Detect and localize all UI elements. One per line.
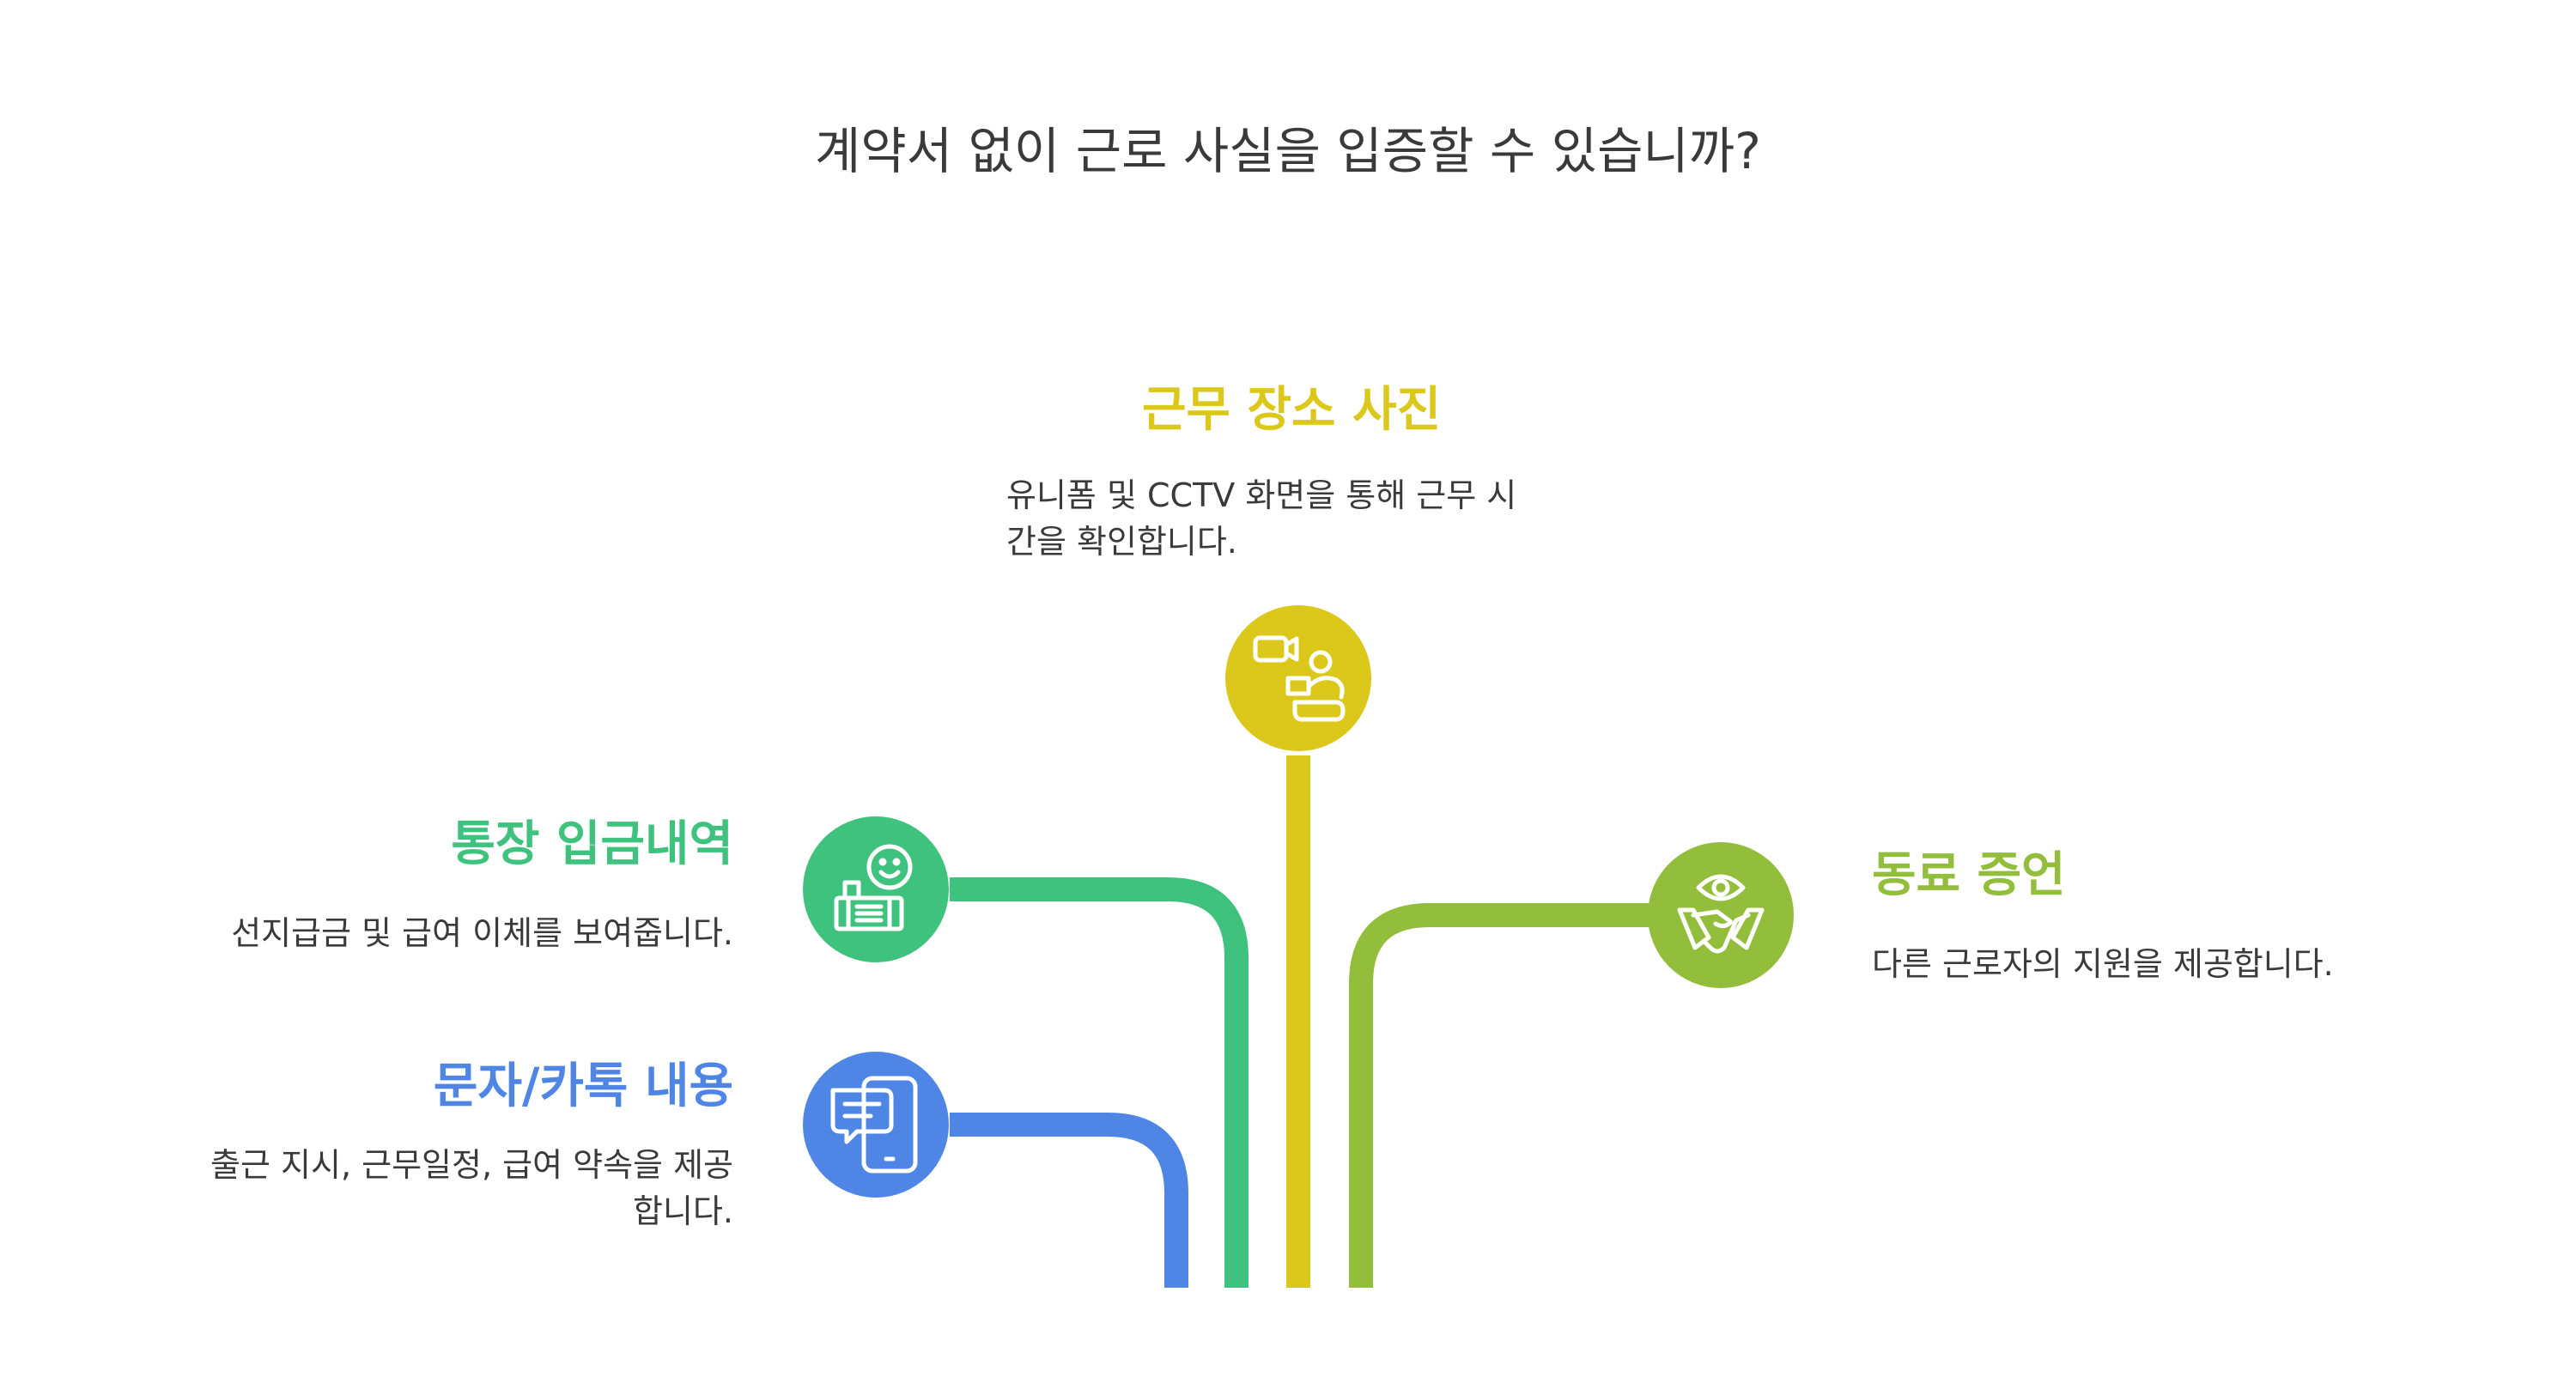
colleague-node bbox=[1648, 842, 1794, 988]
photo-title: 근무 장소 사진 bbox=[1142, 382, 1442, 438]
phone-chat-icon bbox=[830, 1076, 918, 1174]
connector-colleague bbox=[1349, 903, 1649, 1288]
connector-bank bbox=[950, 877, 1249, 1288]
message-description-line2: 합니다. bbox=[633, 1192, 733, 1230]
colleague-title: 동료 증언 bbox=[1872, 847, 2066, 903]
video-call-person-icon bbox=[1253, 635, 1346, 722]
message-title: 문자/카톡 내용 bbox=[433, 1059, 733, 1114]
message-node bbox=[803, 1052, 949, 1198]
bank-description: 선지급금 및 급여 이체를 보여줍니다. bbox=[231, 914, 733, 952]
smiley-cash-icon bbox=[834, 844, 913, 931]
connector-message bbox=[950, 1113, 1188, 1288]
colleague-description: 다른 근로자의 지원을 제공합니다. bbox=[1872, 945, 2334, 983]
page-title: 계약서 없이 근로 사실을 입증할 수 있습니까? bbox=[815, 122, 1761, 180]
bank-title: 통장 입금내역 bbox=[451, 816, 733, 872]
photo-description-line2: 간을 확인합니다. bbox=[1006, 523, 1237, 561]
photo-description-line1: 유니폼 및 CCTV 화면을 통해 근무 시 bbox=[1006, 476, 1517, 514]
photo-node bbox=[1225, 605, 1371, 751]
eye-handshake-icon bbox=[1677, 874, 1765, 954]
message-description-line1: 출근 지시, 근무일정, 급여 약속을 제공 bbox=[210, 1146, 733, 1184]
bank-node bbox=[803, 816, 949, 962]
